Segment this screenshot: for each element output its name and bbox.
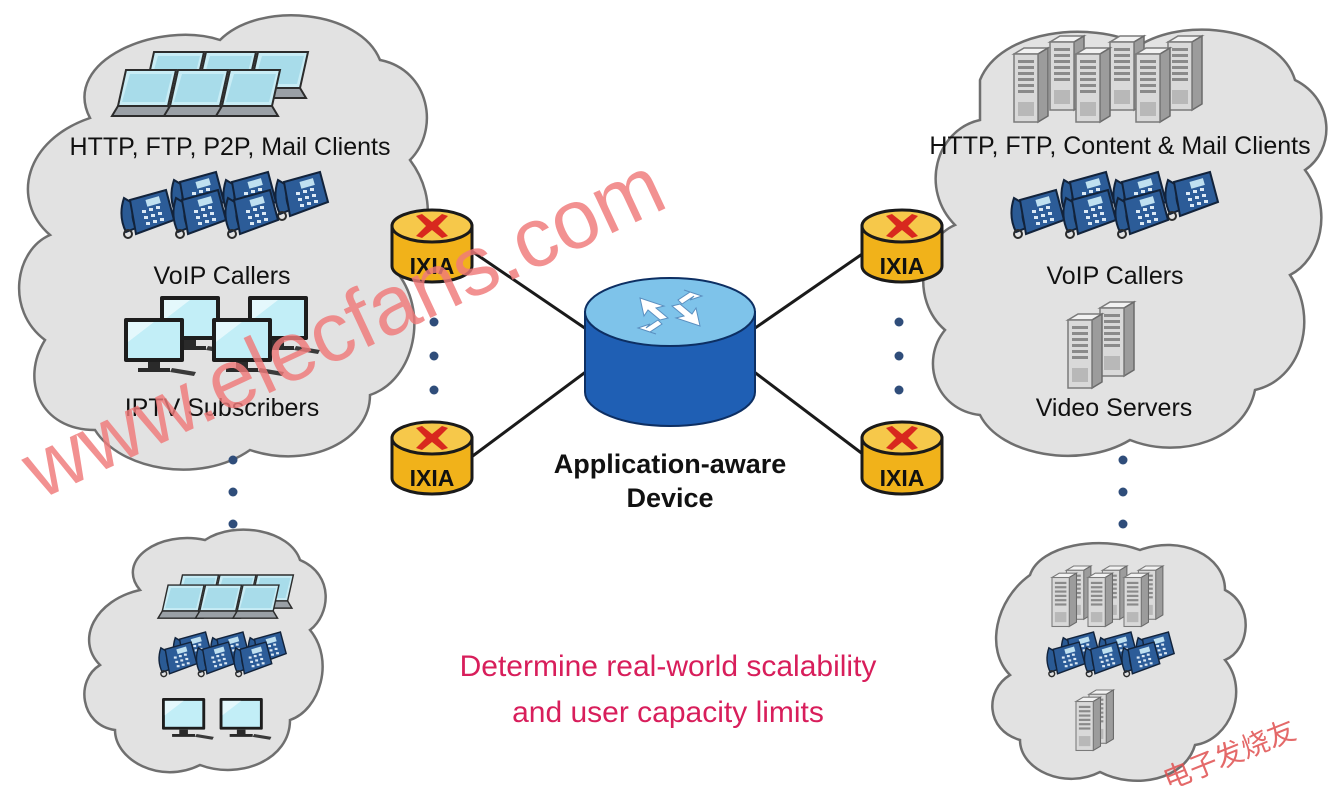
right-video-label: Video Servers	[1036, 394, 1193, 422]
ixia-label: IXIA	[410, 253, 455, 279]
server-icon-group-right-top	[1013, 35, 1203, 123]
caption-line1: Determine real-world scalability	[460, 650, 877, 683]
ixia-left-ellipsis-dots	[429, 317, 439, 395]
right-main-cloud	[922, 28, 1328, 458]
right-clients-label: HTTP, FTP, Content & Mail Clients	[929, 132, 1310, 160]
router-icon	[584, 277, 756, 427]
left-ellipsis-dots	[228, 455, 238, 529]
ixia-label: IXIA	[880, 253, 925, 279]
ixia-label: IXIA	[410, 465, 455, 491]
server-icon-group-right-small-bottom	[1075, 689, 1114, 752]
left-voip-label: VoIP Callers	[153, 262, 290, 290]
device-label-line1: Application-aware	[554, 449, 787, 479]
ixia-label: IXIA	[880, 465, 925, 491]
ixia-test-port-icon-right-bottom: IXIA	[860, 420, 944, 496]
server-icon-group-right-video	[1067, 301, 1135, 389]
left-clients-label: HTTP, FTP, P2P, Mail Clients	[70, 133, 391, 161]
ixia-test-port-icon-left-top: IXIA	[390, 208, 474, 284]
ixia-test-port-icon-left-bottom: IXIA	[390, 420, 474, 496]
left-main-cloud	[17, 14, 430, 471]
ixia-right-ellipsis-dots	[894, 317, 904, 395]
ixia-test-port-icon-right-top: IXIA	[860, 208, 944, 284]
connection-lines	[469, 248, 869, 460]
device-label-line2: Device	[626, 483, 713, 513]
caption-line2: and user capacity limits	[512, 696, 824, 729]
right-ellipsis-dots	[1118, 455, 1128, 529]
right-voip-label: VoIP Callers	[1046, 262, 1183, 290]
left-iptv-label: IPTV Subscribers	[125, 394, 320, 422]
server-icon-group-right-small	[1051, 565, 1164, 628]
